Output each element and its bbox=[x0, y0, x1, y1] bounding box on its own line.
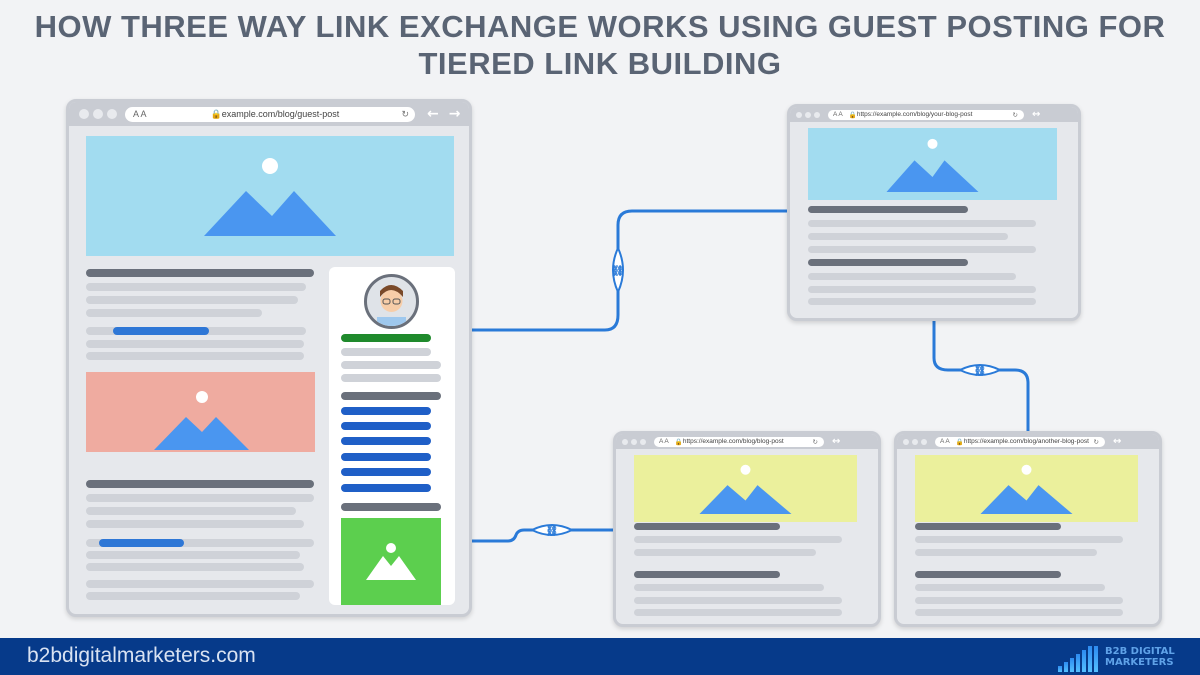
window-dot bbox=[622, 438, 628, 445]
back-forward-icon[interactable]: ↔ bbox=[1113, 436, 1122, 447]
text-line bbox=[808, 286, 1036, 293]
text-line bbox=[634, 571, 780, 578]
window-dot bbox=[805, 111, 811, 118]
window-dot bbox=[814, 111, 820, 118]
text-line bbox=[634, 609, 842, 616]
author-sidebar bbox=[329, 267, 455, 605]
inset-image bbox=[86, 372, 315, 452]
forward-arrow-icon[interactable]: → bbox=[448, 106, 461, 122]
address-bar[interactable]: A A 🔒 example.com/blog/guest-post ↻ bbox=[125, 106, 415, 122]
reload-icon[interactable]: ↻ bbox=[1012, 111, 1018, 119]
footer-bar: b2bdigitalmarketers.com B2B DIGITAL MARK… bbox=[0, 638, 1200, 675]
text-line bbox=[915, 523, 1061, 530]
reload-icon[interactable]: ↻ bbox=[401, 108, 409, 119]
text-line bbox=[808, 273, 1016, 280]
text-line bbox=[915, 597, 1123, 604]
address-bar[interactable]: A A 🔒 https://example.com/blog/another-b… bbox=[935, 436, 1105, 447]
window-dot bbox=[107, 109, 117, 119]
hero-image bbox=[915, 455, 1138, 522]
text-line bbox=[915, 571, 1061, 578]
connector-main-to-bottom-mid bbox=[471, 528, 616, 543]
author-avatar bbox=[364, 274, 419, 329]
back-forward-icon[interactable]: ↔ bbox=[1032, 109, 1041, 120]
lock-icon: 🔒 bbox=[848, 111, 857, 119]
window-dot bbox=[79, 109, 89, 119]
browser-toolbar: A A 🔒 https://example.com/blog/your-blog… bbox=[790, 107, 1078, 122]
url-text: example.com/blog/guest-post bbox=[221, 109, 340, 119]
font-size-toggle[interactable]: A A bbox=[940, 438, 950, 445]
text-line bbox=[808, 233, 1008, 240]
link-icon: ⛓ bbox=[546, 525, 559, 537]
text-line bbox=[915, 549, 1097, 556]
hero-image bbox=[808, 128, 1057, 200]
text-line bbox=[808, 259, 968, 266]
text-line bbox=[634, 597, 842, 604]
page-title: HOW THREE WAY LINK EXCHANGE WORKS USING … bbox=[34, 9, 1166, 81]
text-line bbox=[808, 220, 1036, 227]
text-line bbox=[808, 298, 1036, 305]
back-arrow-icon[interactable]: ← bbox=[427, 106, 439, 122]
footer-site-link[interactable]: b2bdigitalmarketers.com bbox=[27, 644, 256, 667]
address-bar[interactable]: A A 🔒 https://example.com/blog/your-blog… bbox=[828, 109, 1024, 120]
reload-icon[interactable]: ↻ bbox=[1093, 438, 1099, 446]
browser-toolbar: A A 🔒 example.com/blog/guest-post ↻ ← → bbox=[69, 102, 469, 126]
font-size-toggle[interactable]: A A bbox=[133, 109, 147, 119]
text-line bbox=[634, 536, 842, 543]
window-dot bbox=[912, 438, 918, 445]
browser-window-another-blog-post: A A 🔒 https://example.com/blog/another-b… bbox=[894, 431, 1162, 627]
text-line bbox=[808, 206, 968, 213]
text-line bbox=[915, 609, 1123, 616]
text-line bbox=[634, 549, 816, 556]
browser-window-blog-post: A A 🔒 https://example.com/blog/blog-post… bbox=[613, 431, 881, 627]
hero-image bbox=[86, 136, 454, 256]
brand-logo-icon bbox=[1058, 646, 1098, 672]
back-forward-icon[interactable]: ↔ bbox=[832, 436, 841, 447]
text-line bbox=[808, 246, 1036, 253]
font-size-toggle[interactable]: A A bbox=[833, 111, 843, 118]
connector-main-to-top-right bbox=[471, 209, 790, 332]
font-size-toggle[interactable]: A A bbox=[659, 438, 669, 445]
link-icon bbox=[529, 245, 1003, 536]
address-bar[interactable]: A A 🔒 https://example.com/blog/blog-post… bbox=[654, 436, 824, 447]
window-dot bbox=[903, 438, 909, 445]
url-text: https://example.com/blog/blog-post bbox=[682, 438, 784, 445]
browser-window-your-blog-post: A A 🔒 https://example.com/blog/your-blog… bbox=[787, 104, 1081, 321]
text-line bbox=[915, 536, 1123, 543]
text-line bbox=[634, 523, 780, 530]
text-line bbox=[915, 584, 1105, 591]
url-text: https://example.com/blog/your-blog-post bbox=[856, 111, 973, 118]
link-icon: ⛓ bbox=[974, 365, 987, 377]
browser-toolbar: A A 🔒 https://example.com/blog/blog-post… bbox=[616, 434, 878, 449]
lock-icon: 🔒 bbox=[955, 438, 964, 446]
link-icon: ⛓ bbox=[612, 265, 625, 277]
hero-image bbox=[634, 455, 857, 522]
window-dot bbox=[640, 438, 646, 445]
text-line bbox=[634, 584, 824, 591]
window-dot bbox=[93, 109, 103, 119]
brand-logo-text: B2B DIGITAL MARKETERS bbox=[1105, 646, 1175, 668]
url-text: https://example.com/blog/another-blog-po… bbox=[963, 438, 1089, 445]
sidebar-image bbox=[341, 518, 441, 605]
window-dot bbox=[921, 438, 927, 445]
window-dot bbox=[796, 111, 802, 118]
browser-window-guest-post: A A 🔒 example.com/blog/guest-post ↻ ← → bbox=[66, 99, 472, 617]
browser-toolbar: A A 🔒 https://example.com/blog/another-b… bbox=[897, 434, 1159, 449]
reload-icon[interactable]: ↻ bbox=[812, 438, 818, 446]
window-dot bbox=[631, 438, 637, 445]
lock-icon: 🔒 bbox=[210, 108, 222, 119]
lock-icon: 🔒 bbox=[674, 438, 683, 446]
